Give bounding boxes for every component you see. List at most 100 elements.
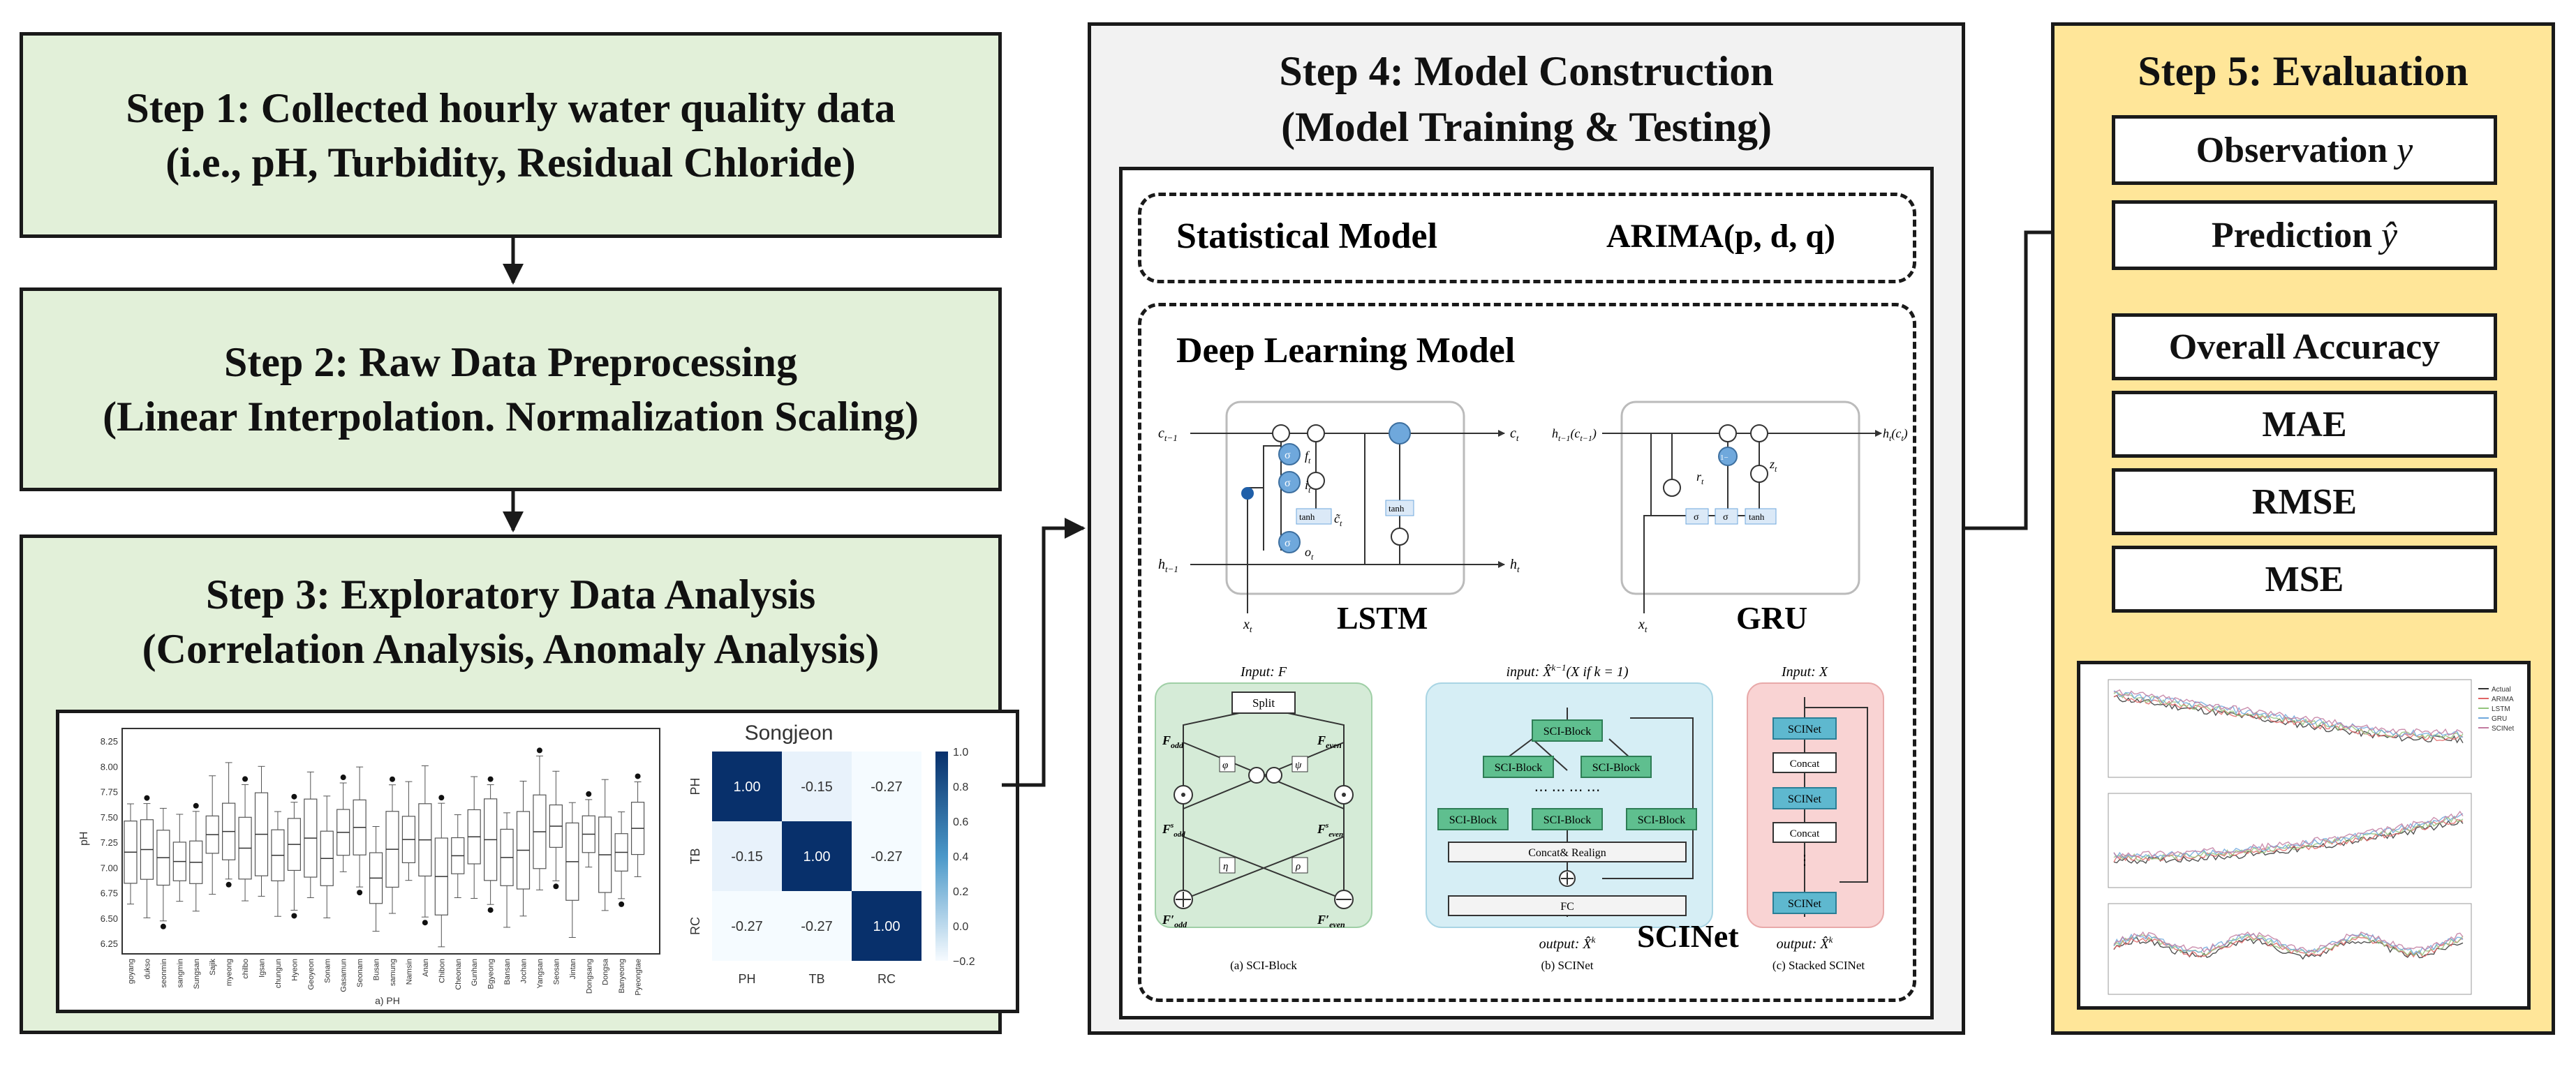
boxplot-xtick: Igsan <box>258 959 267 978</box>
chart2-frame <box>2108 793 2472 888</box>
boxplot-xtick: Sungsan <box>193 959 201 989</box>
stacked-dots: ⋮ <box>1798 853 1812 868</box>
prediction-label: Prediction <box>2211 215 2373 255</box>
lstm-add1 <box>1307 424 1325 442</box>
sci-eta-label: η <box>1223 861 1228 872</box>
scinet-mid-block1 <box>1483 756 1554 778</box>
stacked-scinet1-label: SCINet <box>1788 724 1822 735</box>
step5-box: Step 5: Evaluation Observation y Predict… <box>2051 22 2555 1035</box>
boxplot-xtick: Namsin <box>405 959 413 985</box>
boxplot-ytick: 6.50 <box>101 913 118 924</box>
mse-box: MSE <box>2112 546 2497 613</box>
legend-label: GRU <box>2492 715 2507 723</box>
colorbar-tick: 0.8 <box>953 782 968 793</box>
overall-accuracy-label: Overall Accuracy <box>2168 327 2441 367</box>
heatmap-value: -0.27 <box>731 919 763 934</box>
colorbar-tick: 1.0 <box>953 747 968 758</box>
heatmap-cell <box>852 752 921 821</box>
boxplot-ytick: 7.75 <box>101 787 118 798</box>
boxplot-outlier <box>422 920 428 926</box>
legend-label: Actual <box>2492 686 2511 694</box>
sci-rho-box <box>1291 857 1308 874</box>
lstm-label: LSTM <box>1337 600 1428 636</box>
step3-title: Step 3: Exploratory Data Analysis <box>205 571 816 618</box>
heatmap-cell <box>852 891 921 961</box>
lstm-x-label: xt <box>1243 617 1252 634</box>
colorbar: 1.00.80.60.40.20.0−0.2 <box>935 747 975 968</box>
heatmap-value: 1.00 <box>873 919 901 934</box>
step1-subtitle: (i.e., pH, Turbidity, Residual Chloride) <box>165 139 856 186</box>
scinet-mid-block1-label: SCI-Block <box>1495 762 1542 774</box>
lstm-cnext-label: ct <box>1510 426 1519 443</box>
lstm-mult1 <box>1272 424 1290 442</box>
step3-box: Step 3: Exploratory Data Analysis (Corre… <box>20 534 1019 1034</box>
stacked-scinet2 <box>1772 787 1837 809</box>
heatmap-value: -0.15 <box>731 849 763 865</box>
scinet-input: input: X̂k−1(X if k = 1) <box>1506 662 1628 680</box>
lstm-mult3 <box>1391 528 1409 546</box>
boxplot-xtick: chilbo <box>242 959 250 979</box>
heatmap-cell <box>712 821 782 891</box>
gru-r-label: rt <box>1696 470 1704 486</box>
sci-fsodd: Fsodd <box>1162 821 1185 839</box>
heatmap-title: Songjeon <box>745 722 834 745</box>
chart-series-line <box>2113 810 2464 858</box>
heatmap-xlabel: TB <box>808 972 824 986</box>
mse-label: MSE <box>2265 559 2344 599</box>
sci-fseven: Fseven <box>1317 821 1343 839</box>
boxplot-xtick: Sonam <box>323 959 332 983</box>
boxplot-outlier <box>160 923 166 929</box>
observation-var: y <box>2397 130 2413 170</box>
boxplot-outlier <box>619 901 625 907</box>
boxplot-xtick: Busan <box>373 959 381 980</box>
stacked-caption: (c) Stacked SCINet <box>1772 959 1865 972</box>
lstm-sigma-i-label: σ <box>1285 477 1291 489</box>
scinet-top-block-label: SCI-Block <box>1544 726 1591 738</box>
scinet-residual <box>1602 717 1694 879</box>
boxplot-boxes <box>124 747 645 948</box>
boxplot-outlier <box>193 802 199 809</box>
lstm-sigma-f <box>1278 443 1301 465</box>
step2-title: Step 2: Raw Data Preprocessing <box>223 339 798 385</box>
stacked-concat1 <box>1772 752 1837 773</box>
observation-label: Observation <box>2196 130 2388 170</box>
scinet-low-block1-label: SCI-Block <box>1449 814 1497 826</box>
boxplot-ytick: 6.75 <box>101 888 118 899</box>
lstm-tanh2-label: tanh <box>1389 503 1405 514</box>
boxplot-xtick: Bgyeong <box>487 959 496 989</box>
boxplot-xtick: Bansan <box>503 959 512 985</box>
gru-sigma2-label: σ <box>1723 512 1729 523</box>
colorbar-tick: 0.2 <box>953 886 968 898</box>
lstm-sigma-i <box>1278 471 1301 493</box>
heatmap-xlabel: PH <box>738 972 755 986</box>
rmse-label: RMSE <box>2251 481 2357 522</box>
lstm-mult2 <box>1307 472 1325 490</box>
colorbar-bar <box>935 752 948 961</box>
sci-right-branch <box>1287 712 1345 899</box>
step4-title: Step 4: Model Construction <box>1279 48 1774 94</box>
boxplot-ylabel: pH <box>78 832 90 846</box>
stacked-scinet1 <box>1772 717 1837 740</box>
boxplot-xtick: Gunhan <box>471 959 479 986</box>
boxplot-ytick: 7.25 <box>101 837 118 848</box>
statistical-model-box: Statistical Model ARIMA(p, d, q) <box>1138 193 1916 283</box>
heatmap-value: 1.00 <box>734 779 761 795</box>
sci-split-box <box>1231 692 1296 714</box>
gru-one-minus-label: 1− <box>1720 454 1729 462</box>
lstm-sigma-f-label: σ <box>1285 449 1291 461</box>
boxplot-xtick: Gasamun <box>340 959 348 992</box>
sci-split-label: Split <box>1252 696 1275 710</box>
scinet-top-block <box>1532 719 1603 742</box>
step1-box: Step 1: Collected hourly water quality d… <box>20 32 1002 238</box>
prediction-var: ŷ <box>2381 215 2398 255</box>
stacked-scinet2-label: SCINet <box>1788 793 1822 805</box>
boxplot-xtick: Seosan <box>552 959 561 985</box>
rmse-box: RMSE <box>2112 468 2497 535</box>
arrow-step3-step4 <box>1002 518 1086 787</box>
boxplot-outlier <box>487 776 494 782</box>
legend-label: LSTM <box>2492 705 2510 713</box>
eda-svg: 8.258.007.757.507.257.006.756.506.25 pH … <box>78 722 975 1006</box>
boxplot-outlier <box>438 795 445 801</box>
scinet-concat-box <box>1448 842 1687 862</box>
